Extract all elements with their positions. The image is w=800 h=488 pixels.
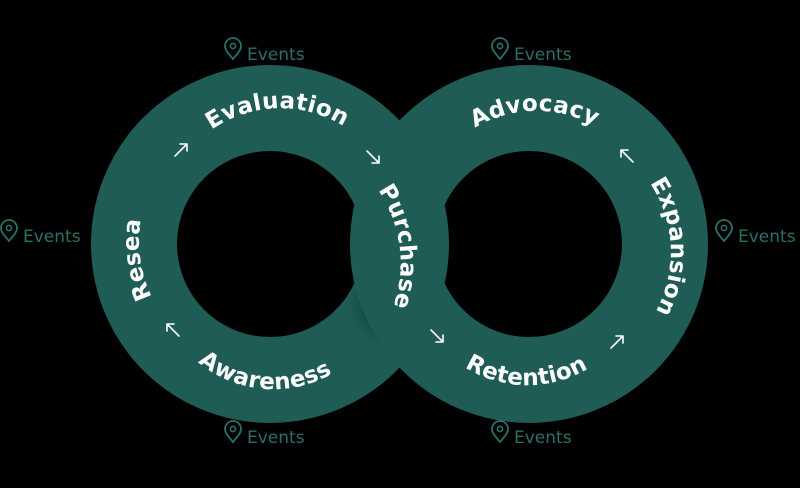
svg-text:Events: Events xyxy=(23,227,81,247)
arrow-icon xyxy=(166,323,180,337)
svg-text:Events: Events xyxy=(514,45,572,65)
event-bottom-left: Events xyxy=(224,420,305,448)
svg-text:Events: Events xyxy=(738,227,796,247)
event-bottom-right: Events xyxy=(491,420,572,448)
left-ring-overlap xyxy=(336,121,448,254)
map-pin-icon xyxy=(224,420,242,444)
map-pin-icon xyxy=(491,420,509,444)
event-left: Events xyxy=(0,219,81,247)
event-top-left: Events xyxy=(224,37,305,65)
map-pin-icon xyxy=(715,219,733,243)
arrow-icon xyxy=(620,149,634,163)
event-top-right: Events xyxy=(491,37,572,65)
map-pin-icon xyxy=(491,37,509,61)
map-pin-icon xyxy=(0,219,18,243)
arrow-icon xyxy=(610,335,624,349)
svg-text:Events: Events xyxy=(514,428,572,448)
arrow-icon xyxy=(366,150,380,164)
event-right: Events xyxy=(715,219,796,247)
svg-text:Events: Events xyxy=(247,45,305,65)
map-pin-icon xyxy=(224,37,242,61)
svg-text:Events: Events xyxy=(247,428,305,448)
arrow-icon xyxy=(430,329,444,343)
arrow-icon xyxy=(174,143,188,157)
